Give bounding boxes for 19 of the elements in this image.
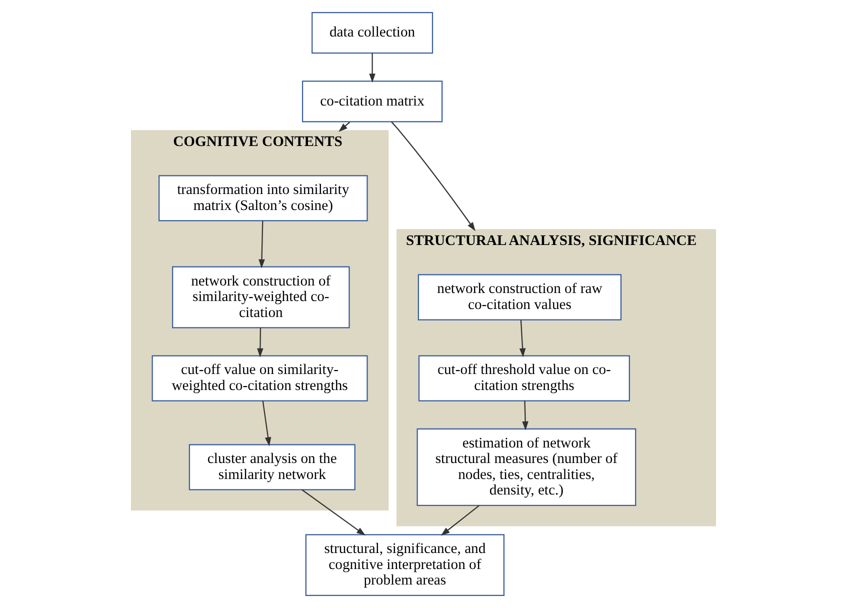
arrow bbox=[522, 400, 528, 430]
node-box: co-citation matrix bbox=[301, 80, 442, 122]
node-box: data collection bbox=[311, 12, 433, 54]
node-box: cluster analysis on the similarity network bbox=[188, 444, 355, 490]
node-box: estimation of network structural measures (number of nodes, ties, centralities, density, etc.) bbox=[416, 428, 636, 506]
node-box: network construction of similarity-weighted co-citation bbox=[172, 266, 350, 328]
node-box: cut-off value on similarity-weighted co-citation strengths bbox=[151, 355, 368, 402]
arrow bbox=[262, 400, 271, 446]
arrow bbox=[440, 505, 479, 536]
node-box: structural, significance, and cognitive interpretation of problem areas bbox=[304, 534, 504, 596]
arrow bbox=[258, 220, 264, 268]
arrow bbox=[368, 53, 375, 83]
node-box: transformation into similarity matrix (Salton’s cosine) bbox=[158, 175, 368, 222]
node-box: network construction of raw co-citation values bbox=[417, 274, 622, 320]
arrow bbox=[518, 320, 526, 358]
arrow bbox=[338, 122, 350, 132]
node-box: cut-off threshold value on co-citation strengths bbox=[418, 355, 630, 402]
arrow bbox=[256, 328, 263, 358]
arrow bbox=[301, 489, 366, 536]
